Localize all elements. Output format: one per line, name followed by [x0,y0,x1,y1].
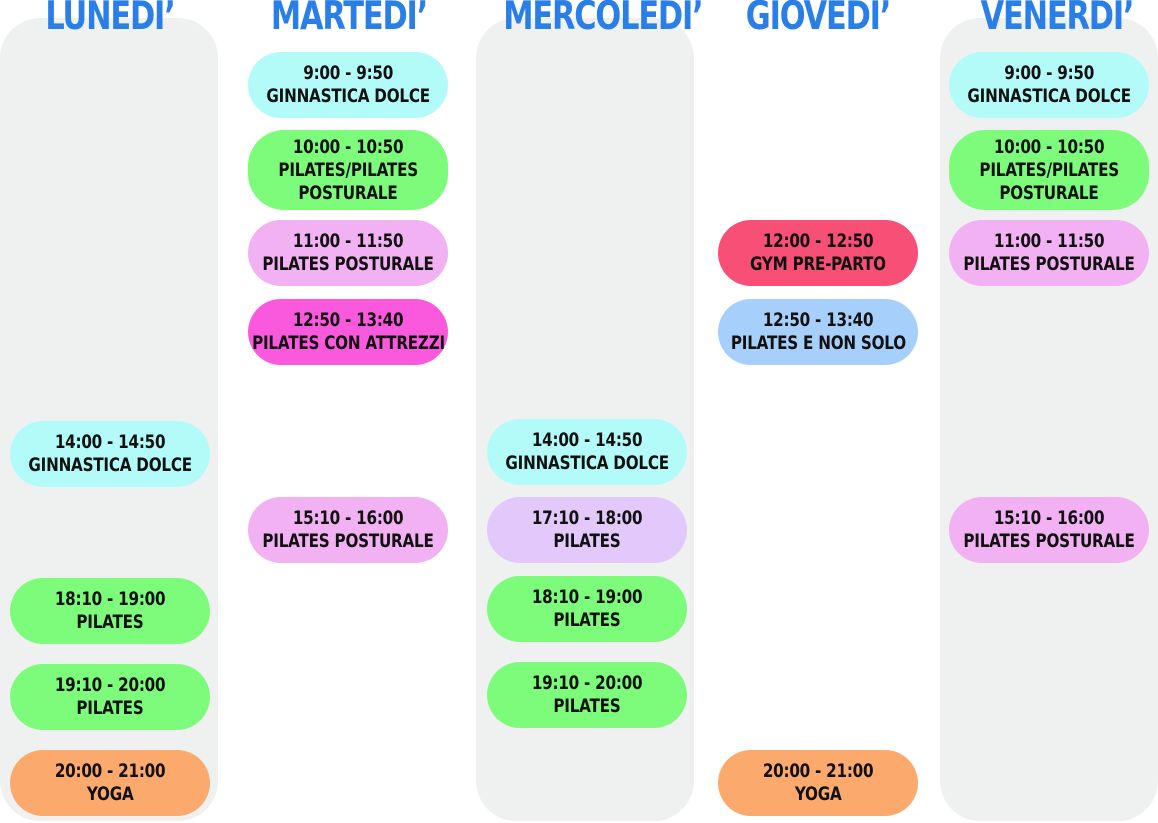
class-time: 19:10 - 20:00 [54,674,166,696]
class-name: PILATES [76,611,144,633]
class-pill-tuesday-pilates-posturale-combo[interactable]: 10:00 - 10:50 PILATES/PILATES POSTURALE [248,130,448,210]
class-name: GINNASTICA DOLCE [28,454,192,476]
class-name: PILATES POSTURALE [963,530,1135,552]
class-pill-wednesday-pilates-3[interactable]: 19:10 - 20:00 PILATES [487,662,687,728]
class-name: PILATES [553,530,621,552]
class-pill-monday-pilates-1[interactable]: 18:10 - 19:00 PILATES [10,578,210,644]
class-name: GINNASTICA DOLCE [266,85,430,107]
class-time: 10:00 - 10:50 [993,135,1105,158]
class-name: PILATES POSTURALE [262,253,434,275]
class-pill-monday-pilates-2[interactable]: 19:10 - 20:00 PILATES [10,664,210,730]
class-name: PILATES CON ATTREZZI [251,332,445,354]
day-title-thursday: GIOVEDI’ [745,0,892,39]
class-time: 18:10 - 19:00 [54,588,166,610]
class-name: PILATES/PILATES [979,158,1119,181]
class-time: 15:10 - 16:00 [993,507,1105,529]
class-name: PILATES E NON SOLO [730,332,906,354]
class-name: GINNASTICA DOLCE [967,85,1131,107]
class-name: GINNASTICA DOLCE [505,452,669,474]
class-name-continued: POSTURALE [298,181,398,204]
day-title-wednesday: MERCOLEDI’ [503,0,703,39]
class-pill-friday-pilates-posturale[interactable]: 11:00 - 11:50 PILATES POSTURALE [949,220,1149,286]
class-name: GYM PRE-PARTO [750,253,886,275]
class-time: 20:00 - 21:00 [762,760,874,782]
class-time: 20:00 - 21:00 [54,760,166,782]
day-title-tuesday: MARTEDI’ [270,0,428,39]
class-pill-friday-pilates-posturale-combo[interactable]: 10:00 - 10:50 PILATES/PILATES POSTURALE [949,130,1149,210]
class-pill-tuesday-pilates-posturale-afternoon[interactable]: 15:10 - 16:00 PILATES POSTURALE [248,497,448,563]
class-time: 19:10 - 20:00 [531,672,643,694]
class-pill-wednesday-pilates-1[interactable]: 17:10 - 18:00 PILATES [487,497,687,563]
class-time: 11:00 - 11:50 [292,230,404,252]
class-time: 10:00 - 10:50 [292,135,404,158]
class-pill-monday-ginnastica-dolce[interactable]: 14:00 - 14:50 GINNASTICA DOLCE [10,421,210,487]
class-time: 18:10 - 19:00 [531,586,643,608]
class-time: 12:00 - 12:50 [762,230,874,252]
class-pill-thursday-pilates-e-non-solo[interactable]: 12:50 - 13:40 PILATES E NON SOLO [718,299,918,365]
class-name: PILATES [553,695,621,717]
class-name-continued: POSTURALE [999,181,1099,204]
class-time: 14:00 - 14:50 [54,431,166,453]
class-time: 9:00 - 9:50 [303,62,393,84]
class-pill-tuesday-pilates-posturale[interactable]: 11:00 - 11:50 PILATES POSTURALE [248,220,448,286]
class-pill-tuesday-ginnastica-dolce[interactable]: 9:00 - 9:50 GINNASTICA DOLCE [248,52,448,118]
class-pill-wednesday-ginnastica-dolce[interactable]: 14:00 - 14:50 GINNASTICA DOLCE [487,419,687,485]
class-time: 11:00 - 11:50 [993,230,1105,252]
day-title-monday: LUNEDI’ [45,0,175,39]
class-time: 9:00 - 9:50 [1004,62,1094,84]
class-name: PILATES [76,697,144,719]
class-name: PILATES POSTURALE [262,530,434,552]
class-name: PILATES [553,609,621,631]
class-pill-friday-ginnastica-dolce[interactable]: 9:00 - 9:50 GINNASTICA DOLCE [949,52,1149,118]
class-time: 15:10 - 16:00 [292,507,404,529]
class-time: 12:50 - 13:40 [292,309,404,331]
class-name: YOGA [86,783,134,805]
class-time: 14:00 - 14:50 [531,429,643,451]
class-pill-thursday-gym-pre-parto[interactable]: 12:00 - 12:50 GYM PRE-PARTO [718,220,918,286]
class-pill-thursday-yoga[interactable]: 20:00 - 21:00 YOGA [718,750,918,816]
class-time: 12:50 - 13:40 [762,309,874,331]
class-name: PILATES POSTURALE [963,253,1135,275]
class-name: PILATES/PILATES [278,158,418,181]
class-name: YOGA [794,783,842,805]
day-title-friday: VENERDI’ [980,0,1135,39]
class-pill-monday-yoga[interactable]: 20:00 - 21:00 YOGA [10,750,210,816]
class-pill-friday-pilates-posturale-afternoon[interactable]: 15:10 - 16:00 PILATES POSTURALE [949,497,1149,563]
class-pill-wednesday-pilates-2[interactable]: 18:10 - 19:00 PILATES [487,576,687,642]
class-pill-tuesday-pilates-con-attrezzi[interactable]: 12:50 - 13:40 PILATES CON ATTREZZI [248,299,448,365]
class-time: 17:10 - 18:00 [531,507,643,529]
